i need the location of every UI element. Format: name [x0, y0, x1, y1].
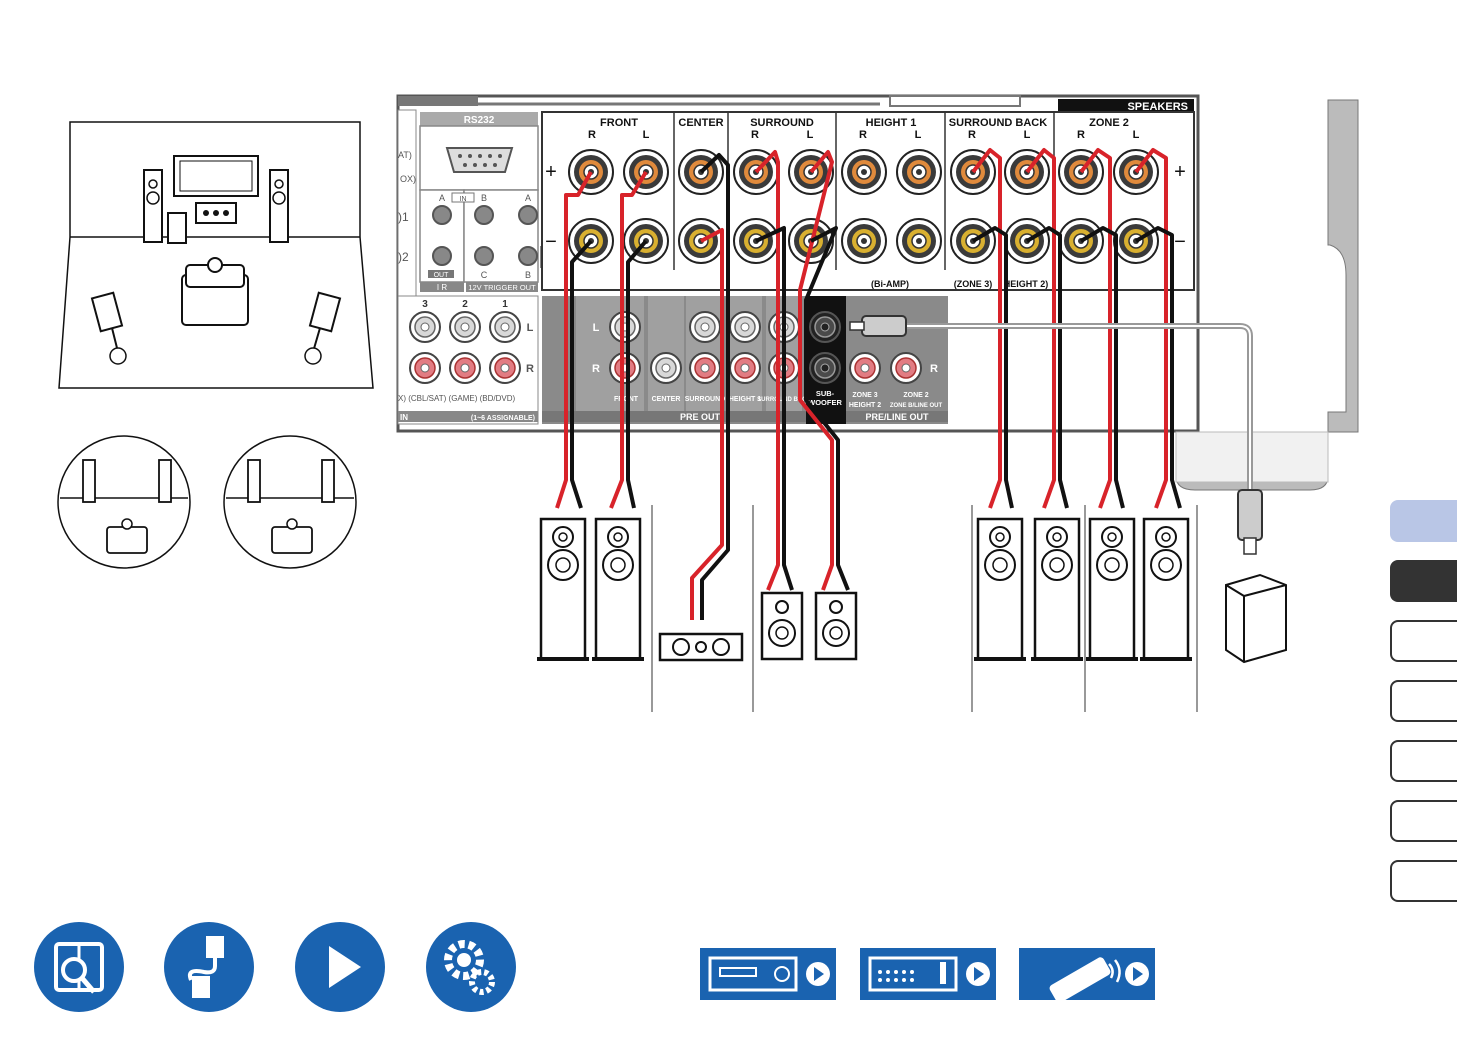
side-tab-1[interactable]	[1390, 500, 1457, 542]
svg-text:R: R	[588, 129, 596, 141]
zone2-right-speaker	[1084, 517, 1140, 663]
svg-text:2: 2	[462, 299, 468, 310]
svg-text:R: R	[968, 129, 976, 141]
side-tab-3[interactable]	[1390, 620, 1457, 662]
svg-text:A: A	[439, 193, 445, 203]
svg-text:L: L	[643, 129, 650, 141]
svg-text:R: R	[751, 129, 759, 141]
svg-text:ZONE 3: ZONE 3	[852, 392, 877, 399]
center-speaker	[658, 632, 744, 662]
svg-text:L: L	[807, 129, 814, 141]
svg-text:A: A	[525, 193, 531, 203]
svg-text:HEIGHT 1: HEIGHT 1	[729, 396, 761, 403]
cable-icon[interactable]	[164, 922, 254, 1012]
svg-text:L: L	[1024, 129, 1031, 141]
room-layout-diagram	[58, 121, 374, 389]
svg-text:R: R	[1077, 129, 1085, 141]
side-tab-4[interactable]	[1390, 680, 1457, 722]
svg-text:C: C	[481, 270, 488, 280]
svg-text:HEIGHT 2: HEIGHT 2	[849, 402, 881, 409]
surround-right-speaker	[760, 591, 804, 661]
svg-text:L: L	[915, 129, 922, 141]
side-tab-2[interactable]	[1390, 560, 1457, 602]
svg-text:OUT: OUT	[434, 272, 450, 279]
svg-text:(1~6 ASSIGNABLE): (1~6 ASSIGNABLE)	[471, 415, 535, 422]
svg-text:12V TRIGGER OUT: 12V TRIGGER OUT	[468, 283, 536, 292]
speakers-section-label: SPEAKERS	[1127, 101, 1188, 113]
chassis-side	[1175, 99, 1359, 491]
surround-back-right-speaker	[972, 517, 1028, 663]
zone2-label: ZONE 2	[1089, 117, 1129, 129]
side-tab-7[interactable]	[1390, 860, 1457, 902]
svg-text:)1: )1	[398, 210, 409, 224]
play-icon[interactable]	[295, 922, 385, 1012]
remote-control-icon[interactable]	[1019, 948, 1155, 1003]
center-label: CENTER	[678, 117, 723, 129]
svg-text:IN: IN	[400, 413, 408, 422]
gear-icon[interactable]	[426, 922, 516, 1012]
svg-text:AT): AT)	[398, 150, 412, 160]
svg-text:R: R	[592, 363, 600, 375]
svg-text:OX): OX)	[400, 174, 416, 184]
svg-text:3: 3	[422, 299, 428, 310]
svg-text:ZONE 2: ZONE 2	[903, 392, 928, 399]
surround-label: SURROUND	[750, 117, 814, 129]
svg-text:1: 1	[502, 299, 508, 310]
pre-line-out-label: PRE/LINE OUT	[865, 412, 929, 422]
subwoofer	[1225, 573, 1287, 664]
height2-label: HEIGHT 2)	[1004, 279, 1049, 289]
svg-text:B: B	[525, 270, 531, 280]
svg-text:B: B	[481, 193, 487, 203]
svg-text:R: R	[526, 363, 534, 375]
rs232-label: RS232	[464, 115, 495, 126]
pre-out-label: PRE OUT	[680, 412, 721, 422]
zone3-label: (ZONE 3)	[954, 279, 993, 289]
minus-right: −	[1174, 231, 1186, 253]
svg-text:SURROUND: SURROUND	[685, 396, 725, 403]
svg-text:CENTER: CENTER	[652, 396, 681, 403]
front-left-speaker	[590, 517, 646, 663]
svg-text:ZONE B/LINE OUT: ZONE B/LINE OUT	[890, 403, 943, 409]
svg-text:R: R	[859, 129, 867, 141]
svg-text:L: L	[593, 322, 600, 334]
svg-text:)2: )2	[398, 250, 409, 264]
height1-label: HEIGHT 1	[866, 117, 917, 129]
minus-left: −	[545, 231, 557, 253]
surround-left-speaker	[814, 591, 858, 661]
svg-text:IN: IN	[460, 196, 467, 203]
book-search-icon[interactable]	[34, 922, 124, 1012]
subwoofer-cable	[849, 315, 1263, 555]
svg-text:WOOFER: WOOFER	[808, 398, 842, 407]
receiver-front-icon[interactable]	[700, 948, 836, 1000]
speaker-wires	[555, 148, 1182, 620]
plus-left: +	[545, 161, 557, 183]
separator-lines	[651, 505, 1198, 712]
surround-back-left-speaker	[1029, 517, 1085, 663]
surround-back-label: SURROUND BACK	[949, 117, 1047, 129]
side-tab-6[interactable]	[1390, 800, 1457, 842]
svg-text:X) (CBL/SAT) (GAME) (BD/DVD: X) (CBL/SAT) (GAME) (BD/DVD)	[398, 394, 516, 403]
svg-text:L: L	[1133, 129, 1140, 141]
svg-text:R: R	[930, 363, 938, 375]
svg-text:L: L	[527, 322, 534, 334]
svg-text:I R: I R	[437, 283, 447, 292]
front-label: FRONT	[600, 117, 638, 129]
placement-diagram-left	[57, 435, 191, 569]
plus-right: +	[1174, 161, 1186, 183]
zone2-left-speaker	[1138, 517, 1194, 663]
placement-diagram-right	[223, 435, 357, 569]
bi-amp-label: (Bi-AMP)	[871, 279, 909, 289]
front-right-speaker	[535, 517, 591, 663]
receiver-rear-icon[interactable]	[860, 948, 996, 1000]
side-tab-5[interactable]	[1390, 740, 1457, 782]
svg-text:SUB-: SUB-	[816, 389, 835, 398]
